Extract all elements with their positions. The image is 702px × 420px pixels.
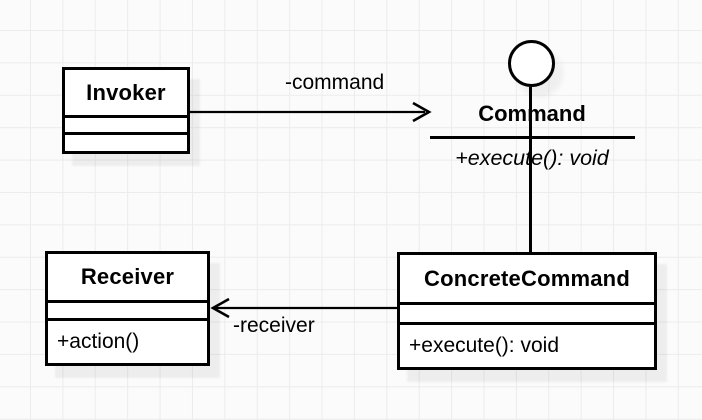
method-label-concrete-command: +execute(): void xyxy=(409,334,559,357)
interface-method-command: +execute(): void xyxy=(455,146,609,170)
uml-class-concrete-command: ConcreteCommand +execute(): void xyxy=(397,252,657,370)
attributes-compartment-concrete-command xyxy=(400,305,654,325)
class-name-concrete-command: ConcreteCommand xyxy=(400,255,654,305)
interface-separator-line xyxy=(430,136,635,139)
methods-compartment-invoker xyxy=(65,135,187,151)
uml-class-receiver: Receiver +action() xyxy=(45,251,210,366)
interface-lollipop-icon xyxy=(508,40,555,87)
attributes-compartment-invoker xyxy=(65,118,187,135)
association-arrow-command xyxy=(190,101,432,123)
class-name-invoker: Invoker xyxy=(65,70,187,118)
association-arrow-receiver xyxy=(210,297,397,319)
association-label-receiver: -receiver xyxy=(233,314,315,337)
attributes-compartment-receiver xyxy=(48,303,207,321)
uml-class-invoker: Invoker xyxy=(62,67,190,154)
interface-name-command: Command xyxy=(478,101,586,126)
association-label-command: -command xyxy=(285,71,385,94)
class-name-receiver: Receiver xyxy=(48,254,207,303)
realization-line-command xyxy=(529,87,532,252)
open-arrowhead-right-icon xyxy=(412,101,432,123)
method-label-receiver: +action() xyxy=(57,330,140,353)
open-arrowhead-left-icon xyxy=(210,297,230,319)
